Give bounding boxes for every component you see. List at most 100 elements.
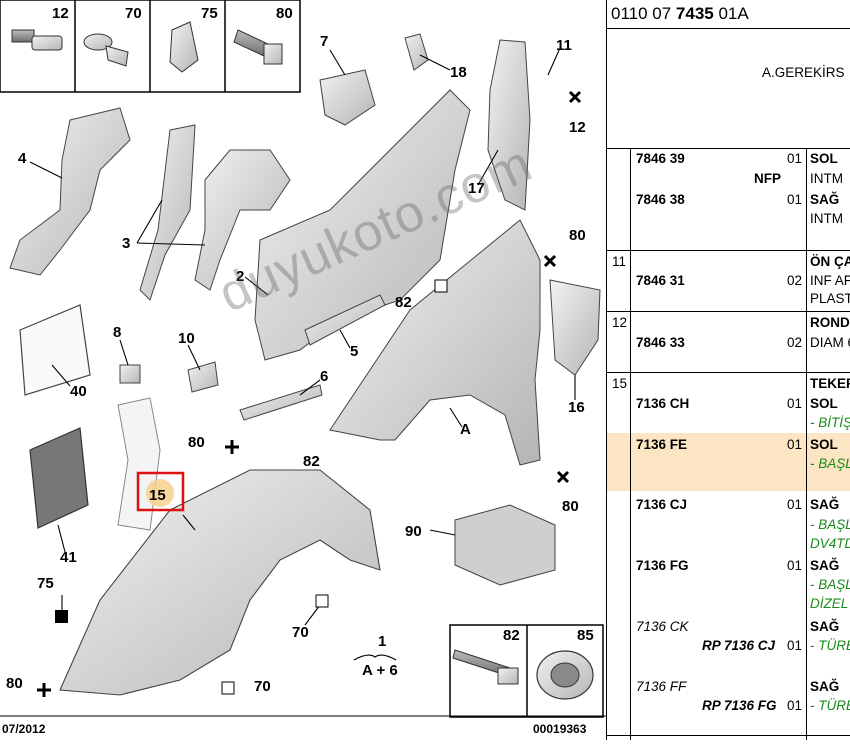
parts-diagram: 12 70 75 80 7 18 11 12 4 3 2 17 80 82 5 … <box>0 0 606 736</box>
parts-table: 0110 07 7435 01A A.GEREKİRS 7846 39 NFP … <box>606 0 850 740</box>
callout-label: A <box>460 421 471 438</box>
replacement-ref: RP 7136 CJ <box>702 638 776 653</box>
description-detail: INTM <box>810 171 843 186</box>
inset-boxes-82-85 <box>449 624 604 718</box>
fastener-80-icon <box>233 29 283 65</box>
description: SAĞ <box>810 558 840 573</box>
callout-label: 8 <box>113 324 121 341</box>
description: SOL <box>810 151 838 166</box>
ref-number: 12 <box>612 315 628 330</box>
divider <box>607 28 850 29</box>
callout-label: 11 <box>556 37 572 54</box>
description-detail: DIAM 6 <box>810 335 850 350</box>
part-4-shape <box>9 107 131 276</box>
callout-label: 3 <box>122 235 130 252</box>
quantity: 01 <box>787 192 803 207</box>
quantity: 02 <box>787 335 803 350</box>
callout-label: 80 <box>6 675 23 692</box>
callout-label: 70 <box>292 624 309 641</box>
part-7-shape <box>319 69 376 126</box>
part-number: 7136 CH <box>636 396 690 411</box>
selected-row-highlight <box>607 433 850 491</box>
note: - TÜRE <box>810 638 850 653</box>
ref-code: 0110 07 7435 01A <box>611 5 749 22</box>
callout-label: 90 <box>405 523 422 540</box>
part-16-shape <box>549 279 601 376</box>
part-90-kit-box <box>454 504 556 586</box>
part-number: 7136 CK <box>636 619 689 634</box>
quantity: 01 <box>787 558 803 573</box>
callout-label: 16 <box>568 399 585 416</box>
part-2-shape <box>254 89 471 361</box>
part-40-label-plate <box>19 304 91 396</box>
description-detail: INTM <box>810 211 843 226</box>
ref-code-prefix: 0110 07 <box>611 4 676 23</box>
part-17-shape <box>487 39 531 211</box>
callout-labels: 12 70 75 80 7 18 11 12 4 3 2 17 80 82 5 … <box>6 5 594 695</box>
divider <box>607 148 850 149</box>
row-divider <box>607 311 850 312</box>
part-18-shape <box>404 33 429 71</box>
part-number: 7136 FG <box>636 558 689 573</box>
callout-label: 70 <box>254 678 271 695</box>
note: - BİTİŞ <box>810 415 850 430</box>
description: SAĞ <box>810 192 840 207</box>
callout-label: 41 <box>60 549 77 566</box>
row-divider <box>607 372 850 373</box>
part-number: 7136 CJ <box>636 497 688 512</box>
note: DİZEL <box>810 596 849 611</box>
footer-date: 07/2012 <box>2 722 46 736</box>
part-3b-shape <box>194 149 291 291</box>
highlight-15-box <box>136 471 185 512</box>
highlight-15-dot <box>146 479 174 507</box>
callout-label: A + 6 <box>362 662 398 679</box>
description: SAĞ <box>810 679 840 694</box>
callout-label: 4 <box>18 150 27 167</box>
fastener-12-icon <box>11 29 63 51</box>
subtitle: A.GEREKİRS <box>762 65 845 80</box>
callout-label: 6 <box>320 368 328 385</box>
callout-label: 12 <box>569 119 586 136</box>
ref-number: 11 <box>612 254 627 269</box>
callout-label: 12 <box>52 5 69 22</box>
callout-label: 82 <box>303 453 320 470</box>
description: SOL <box>810 396 838 411</box>
ref-number: 15 <box>612 376 628 391</box>
replacement-ref: RP 7136 FG <box>702 698 777 713</box>
quantity: 01 <box>787 698 803 713</box>
description: SAĞ <box>810 619 840 634</box>
note: - TÜRE <box>810 698 850 713</box>
note: - BAŞL <box>810 517 850 532</box>
description: ROND <box>810 315 850 330</box>
quantity: 01 <box>787 638 803 653</box>
callout-label: 80 <box>562 498 579 515</box>
row-divider <box>607 735 850 736</box>
part-6-shape <box>239 384 323 421</box>
quantity: 01 <box>787 497 803 512</box>
fastener-markers <box>37 90 582 697</box>
part-5-shape <box>304 294 386 346</box>
part-number: 7846 39 <box>636 151 685 166</box>
callout-label: 17 <box>468 180 485 197</box>
callout-label: 2 <box>236 268 244 285</box>
note: DV4TD <box>810 536 850 551</box>
column-divider <box>806 148 807 740</box>
description-detail: INF AF <box>810 273 850 288</box>
description-detail: PLAST <box>810 291 850 306</box>
description: SAĞ <box>810 497 840 512</box>
brace-icon <box>353 654 397 661</box>
description: TEKER <box>810 376 850 391</box>
part-number: 7846 38 <box>636 192 685 207</box>
quantity: 02 <box>787 273 803 288</box>
callout-label: 18 <box>450 64 467 81</box>
callout-label: 82 <box>395 294 412 311</box>
callout-label: 80 <box>569 227 586 244</box>
part-10-shape <box>187 361 219 393</box>
fastener-70-icon <box>83 33 129 67</box>
ref-code-bold: 7435 <box>675 4 714 23</box>
note: - BAŞL <box>810 456 850 471</box>
part-A-fender-shape <box>329 219 541 466</box>
callout-label: 75 <box>37 575 54 592</box>
part-41-grille <box>29 427 89 529</box>
callout-label: 75 <box>201 5 218 22</box>
